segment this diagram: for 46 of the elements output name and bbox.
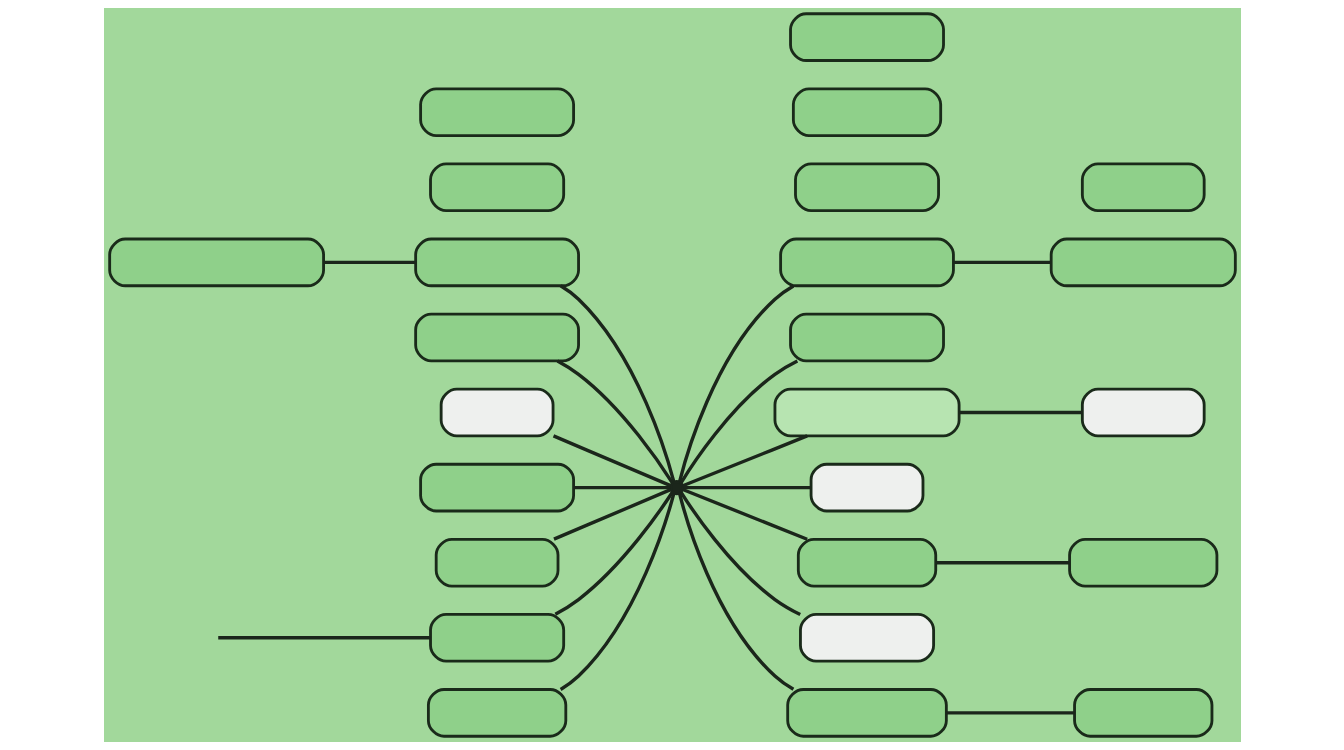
connector <box>679 491 801 617</box>
connector <box>681 487 808 541</box>
connector <box>681 434 808 488</box>
node-cloud <box>796 537 937 588</box>
connector <box>677 492 794 691</box>
node-box <box>793 162 940 213</box>
node-box <box>434 537 559 588</box>
node-box <box>788 12 945 62</box>
node-box <box>791 87 942 137</box>
node-box <box>1080 387 1206 438</box>
node-point <box>668 480 684 496</box>
node-box <box>778 237 955 288</box>
node-box <box>418 462 575 513</box>
node-box <box>773 387 960 438</box>
connector <box>556 359 674 485</box>
node-box <box>413 237 580 288</box>
connector <box>559 492 675 691</box>
node-box <box>428 162 565 213</box>
node-box <box>107 237 325 288</box>
connector <box>559 284 675 483</box>
connector <box>217 636 430 640</box>
node-box <box>1072 688 1213 738</box>
connector <box>959 410 1082 415</box>
node-box <box>785 688 948 738</box>
node-box <box>426 688 567 738</box>
node-box <box>439 387 554 438</box>
node-box <box>1049 237 1237 288</box>
node-box <box>418 87 575 137</box>
connector <box>554 491 674 616</box>
connector <box>678 359 798 484</box>
connector <box>323 260 415 265</box>
node-box <box>428 613 565 663</box>
node-box <box>809 462 924 513</box>
node-box <box>788 312 945 363</box>
connector <box>552 434 671 488</box>
connector <box>682 485 811 490</box>
connector <box>573 485 670 490</box>
connector <box>945 711 1074 715</box>
node-box <box>1080 162 1206 213</box>
node-box <box>798 613 935 663</box>
connector <box>552 488 671 541</box>
connector <box>935 561 1069 565</box>
connector <box>952 260 1051 265</box>
node-box <box>1067 537 1218 588</box>
connector <box>677 284 794 483</box>
node-box <box>413 312 580 363</box>
